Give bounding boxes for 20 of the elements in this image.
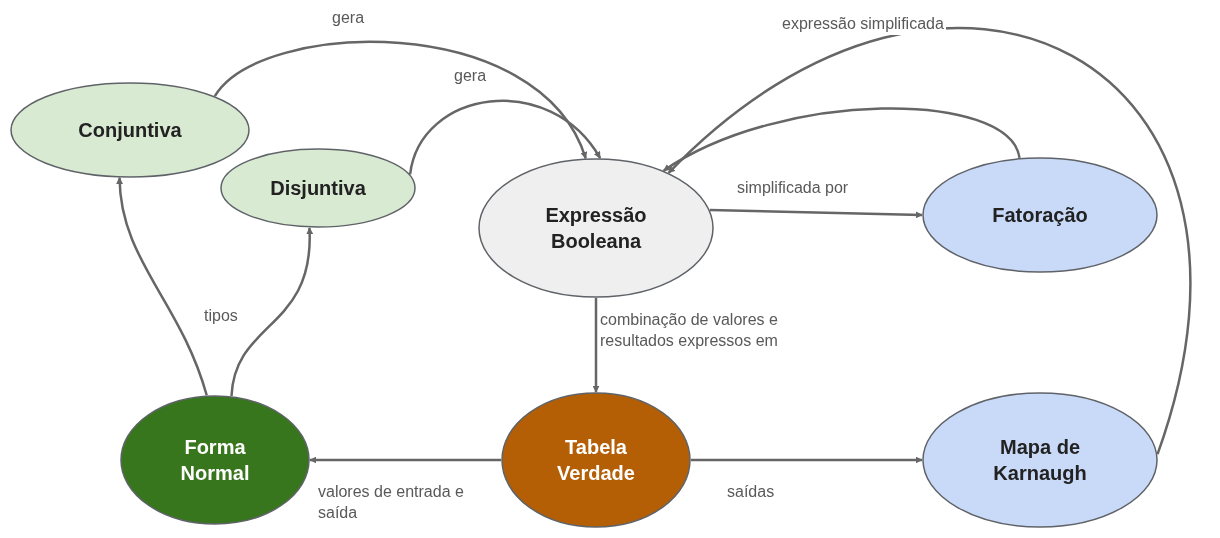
concept-label: Forma Normal <box>179 435 251 486</box>
edge-label: tipos <box>202 306 240 327</box>
edge-label: expressão simplificada <box>780 14 946 35</box>
concept-label: Expressão Booleana <box>544 203 648 254</box>
arrow <box>309 456 501 464</box>
arrow <box>213 40 587 159</box>
arrow <box>230 227 313 397</box>
concept-label: Disjuntiva <box>269 176 367 201</box>
arrow <box>709 208 923 219</box>
arrow <box>667 27 1192 455</box>
concept-label: Mapa de Karnaugh <box>992 435 1088 486</box>
arrow <box>592 298 600 393</box>
arrow <box>691 456 923 464</box>
concept-label: Fatoração <box>991 203 1089 228</box>
concept-label: Conjuntiva <box>77 118 183 143</box>
arrow <box>116 177 208 396</box>
concept-label: Tabela Verdade <box>556 435 636 486</box>
arrow <box>663 107 1021 172</box>
edge-label: simplificada por <box>735 178 851 199</box>
arrow <box>408 99 602 175</box>
